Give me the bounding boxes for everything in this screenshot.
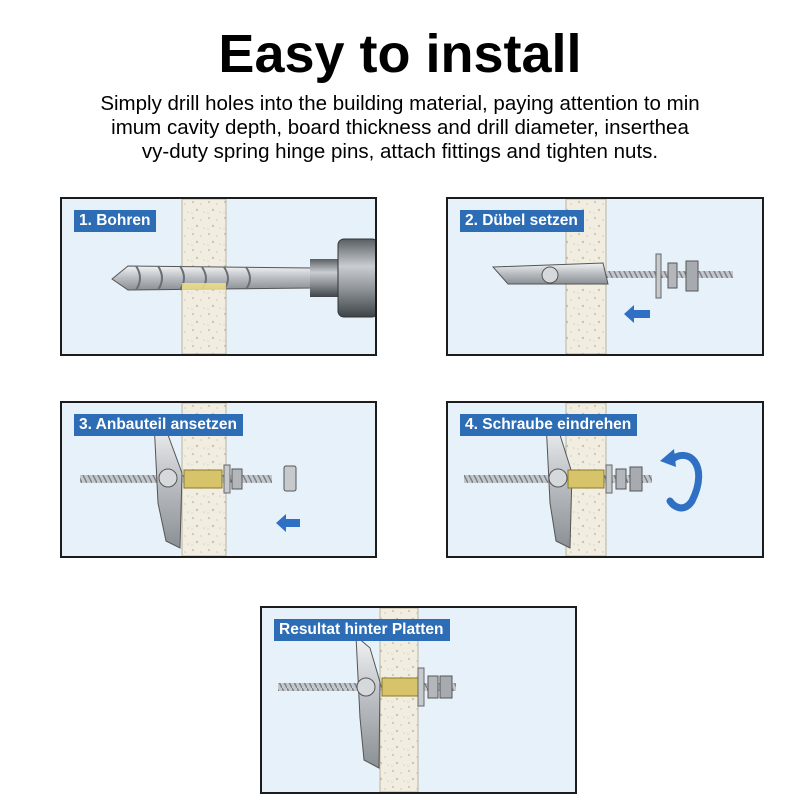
page-title: Easy to install bbox=[218, 24, 582, 84]
description: Simply drill holes into the building mat… bbox=[0, 92, 800, 164]
step-panel-tighten-screw: 4. Schraube eindrehen bbox=[446, 401, 764, 558]
step-panel-result: Resultat hinter Platten bbox=[260, 606, 577, 794]
fixed-anchor-icon bbox=[417, 667, 453, 707]
drill-illustration bbox=[111, 199, 375, 354]
anchor-insert-illustration bbox=[491, 199, 733, 354]
step-label: 1. Bohren bbox=[74, 210, 157, 232]
step-label: 4. Schraube eindrehen bbox=[460, 414, 638, 436]
step-label: 3. Anbauteil ansetzen bbox=[74, 414, 243, 436]
step-panel-anchor-insert: 2. Dübel setzen bbox=[446, 197, 764, 356]
rotate-arrow-icon bbox=[660, 449, 703, 512]
toggle-anchor-icon bbox=[624, 305, 650, 323]
result-illustration bbox=[278, 608, 456, 792]
step-label: Resultat hinter Platten bbox=[274, 619, 450, 641]
washer-icon bbox=[283, 465, 297, 492]
description-line: vy-duty spring hinge pins, attach fittin… bbox=[141, 140, 659, 163]
step-panel-drill: 1. Bohren bbox=[60, 197, 377, 356]
drill-bit-icon bbox=[111, 238, 375, 318]
description-line: imum cavity depth, board thickness and d… bbox=[111, 116, 689, 139]
description-line: Simply drill holes into the building mat… bbox=[100, 92, 700, 115]
step-label: 2. Dübel setzen bbox=[460, 210, 584, 232]
step-panel-attach-part: 3. Anbauteil ansetzen bbox=[60, 401, 377, 558]
